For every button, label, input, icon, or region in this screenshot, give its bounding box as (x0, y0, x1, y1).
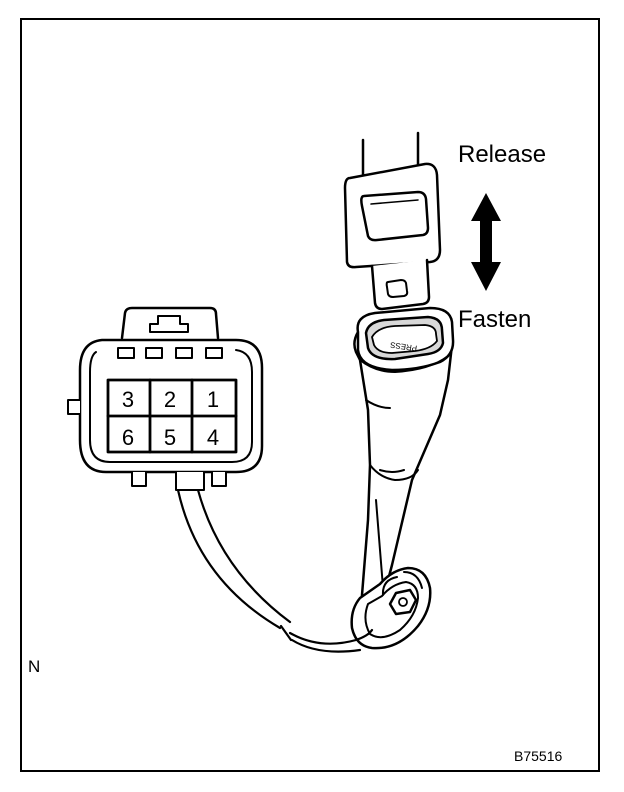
pin-2: 2 (164, 387, 176, 412)
figure-frame (20, 18, 600, 772)
tongue-plate (343, 162, 442, 311)
harness-wire (176, 488, 374, 653)
figure-code: B75516 (514, 748, 563, 764)
pin-6: 6 (122, 425, 134, 450)
corner-mark: N (28, 657, 41, 676)
belt-webbing (361, 131, 420, 182)
pin-5: 5 (164, 425, 176, 450)
anchor-plate (350, 566, 432, 650)
buckle-press-text: PRESS (390, 340, 418, 353)
double-arrow-icon (471, 193, 501, 291)
connector-pin-numbers: 3 2 1 6 5 4 (122, 387, 219, 450)
pin-3: 3 (122, 387, 134, 412)
connector-pin-grid (106, 378, 238, 454)
pin-1: 1 (207, 387, 219, 412)
fasten-label: Fasten (458, 306, 532, 333)
pin-4: 4 (207, 425, 219, 450)
release-label: Release (458, 141, 547, 168)
